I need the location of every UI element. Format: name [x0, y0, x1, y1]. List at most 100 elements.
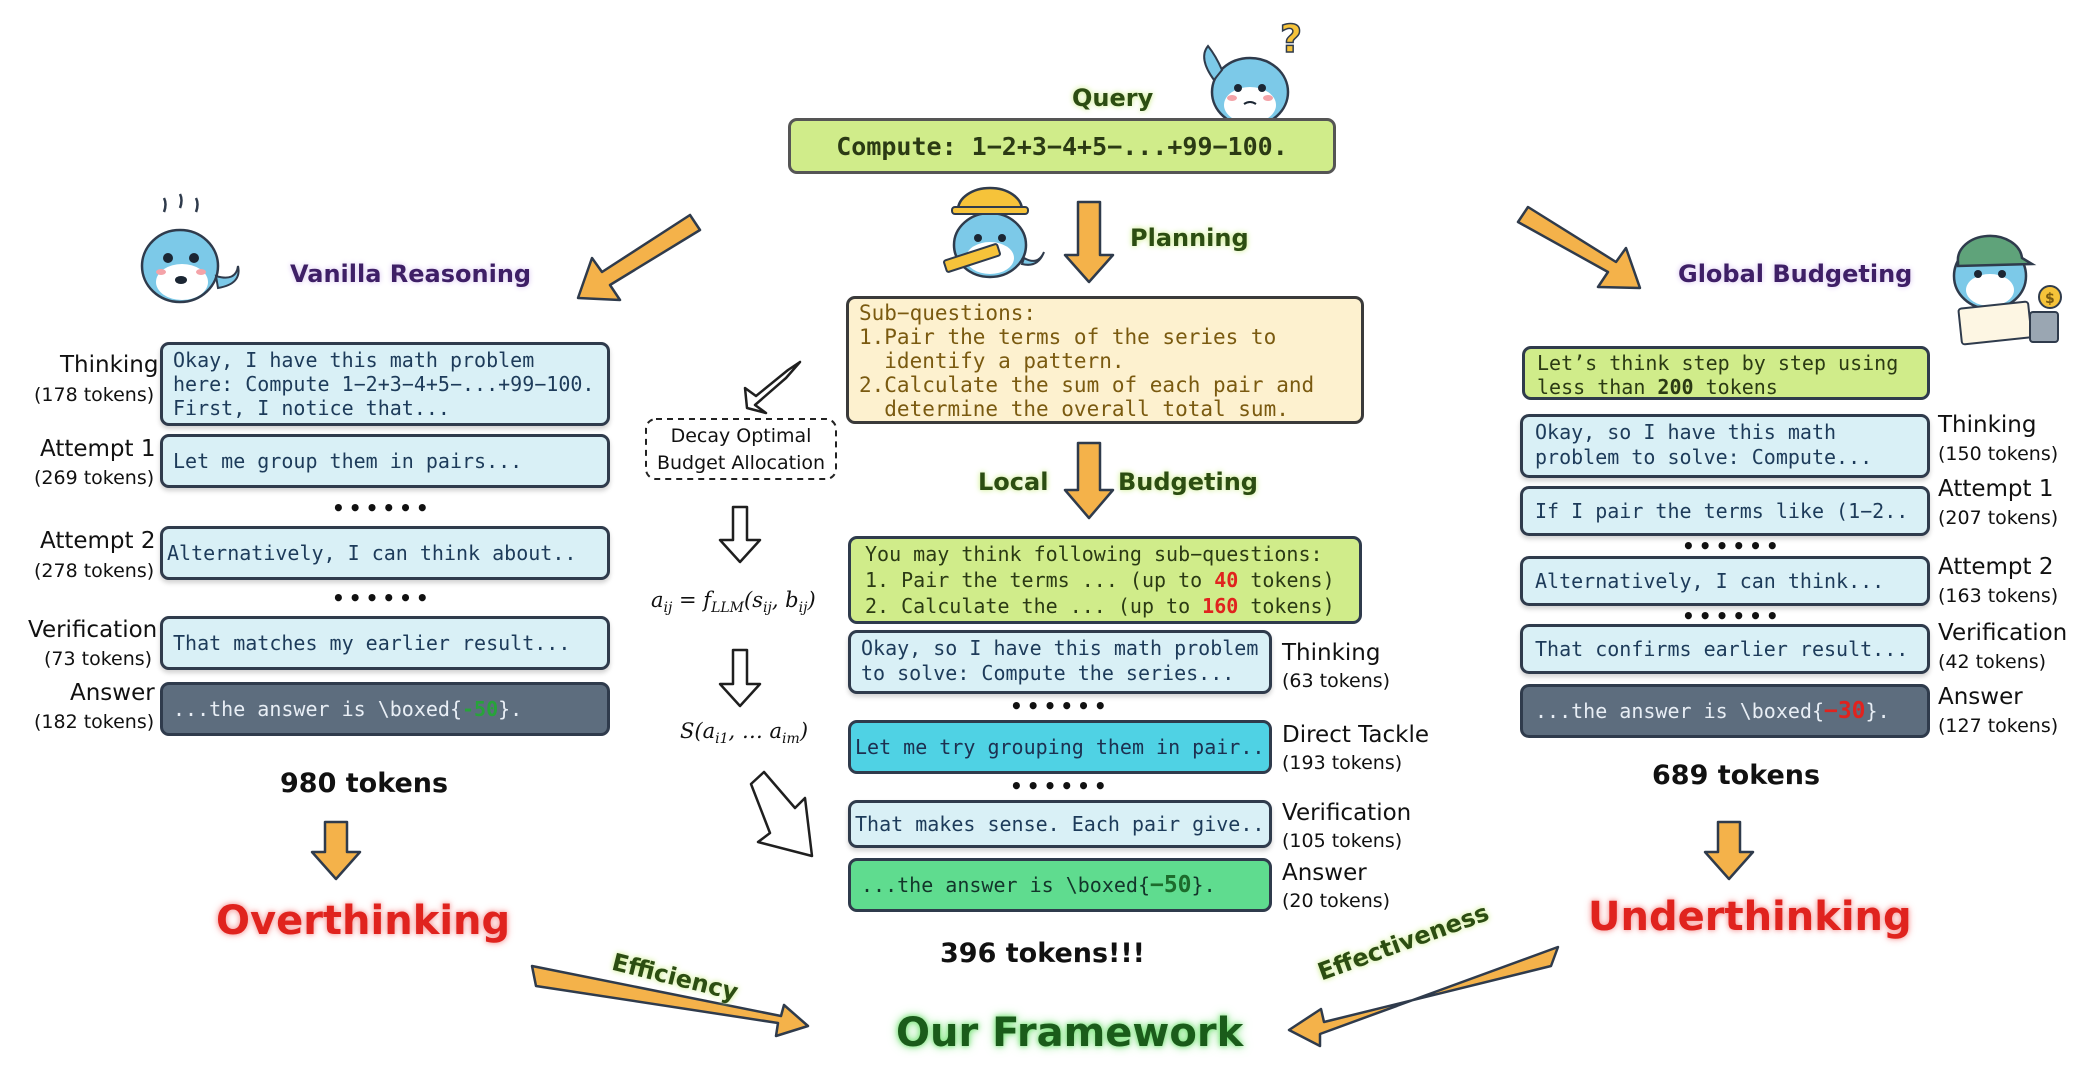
answer-prefix: ...the answer is \boxed{ [861, 873, 1150, 897]
vanilla-attempt2-label: Attempt 2 [40, 528, 156, 554]
arrow-query-to-vanilla [576, 213, 702, 302]
vanilla-thinking-line: First, I notice that... [173, 396, 450, 420]
global-answer-box: ...the answer is \boxed{−30}. [1520, 684, 1930, 738]
vanilla-attempt2-box: Alternatively, I can think about.. [160, 526, 610, 580]
ours-answer-label: Answer [1282, 860, 1367, 886]
query-box: Compute: 1−2+3−4+5−...+99−100. [788, 118, 1336, 174]
global-verification-text: That confirms earlier result... [1535, 637, 1909, 661]
underthinking-label: Underthinking [1588, 894, 1912, 940]
ours-verification-tokens: (105 tokens) [1282, 830, 1403, 852]
vanilla-thinking-label: Thinking [60, 352, 159, 378]
ours-thinking-line: to solve: Compute the series... [861, 661, 1235, 685]
vanilla-answer-value: -50 [461, 697, 499, 721]
answer-prefix: ...the answer is \boxed{ [173, 697, 462, 721]
budget-line: 1. Pair the terms ... (up to 40 tokens) [865, 568, 1335, 592]
hollow-arrow-to-answer [749, 770, 814, 858]
hollow-arrow-down-2 [718, 648, 762, 708]
arrow-subq-to-budget [1063, 441, 1115, 520]
subq-line: 2.Calculate the sum of each pair and [859, 373, 1315, 397]
global-title: Global Budgeting [1678, 260, 1913, 288]
vanilla-verification-text: That matches my earlier result... [173, 631, 571, 655]
vanilla-attempt1-box: Let me group them in pairs... [160, 434, 610, 488]
arrow-efficiency [530, 964, 810, 1038]
vanilla-thinking-tokens: (178 tokens) [34, 384, 155, 406]
query-text: Compute: 1−2+3−4+5−...+99−100. [836, 132, 1288, 161]
hollow-arrow-to-decay [743, 360, 802, 415]
confused-whale-icon: ? [1203, 16, 1303, 128]
budgeting-label: Budgeting [1118, 468, 1258, 496]
vanilla-answer-box: ...the answer is \boxed{-50}. [160, 682, 610, 736]
ours-thinking-line: Okay, so I have this math problem [861, 636, 1259, 660]
allocation-formula: aij = fLLM(sij, bij) [651, 588, 816, 617]
ours-answer-value: −50 [1149, 872, 1192, 898]
local-label: Local [978, 468, 1049, 496]
ours-thinking-tokens: (63 tokens) [1282, 670, 1391, 692]
arrow-query-to-global [1516, 205, 1642, 290]
budget-box: You may think following sub−questions:1.… [848, 536, 1362, 624]
global-attempt1-text: If I pair the terms like (1−2.. [1535, 499, 1909, 523]
global-attempt2-text: Alternatively, I can think... [1535, 569, 1885, 593]
vanilla-ellipsis: •••••• [332, 586, 433, 610]
builder-whale-icon [943, 186, 1045, 279]
ours-direct-label: Direct Tackle [1282, 722, 1430, 748]
answer-prefix: ...the answer is \boxed{ [1535, 699, 1824, 723]
arrow-global-to-underthinking [1703, 820, 1755, 881]
answer-suffix: }. [498, 697, 523, 721]
vanilla-ellipsis: •••••• [332, 496, 433, 520]
score-formula: S(ai1, … aim) [680, 719, 809, 748]
subq-line: 1.Pair the terms of the series to [859, 325, 1277, 349]
ours-verification-text: That makes sense. Each pair give.. [855, 812, 1265, 836]
nervous-whale-icon [140, 193, 240, 304]
planning-label: Planning [1130, 224, 1249, 252]
hollow-arrow-down-1 [718, 505, 762, 564]
arrow-query-to-planning [1063, 200, 1115, 284]
global-attempt2-box: Alternatively, I can think... [1520, 556, 1930, 606]
global-ellipsis: •••••• [1682, 534, 1783, 558]
global-answer-value: −30 [1823, 698, 1866, 724]
ours-answer-tokens: (20 tokens) [1282, 890, 1391, 912]
global-verification-label: Verification [1938, 620, 2068, 646]
global-verification-tokens: (42 tokens) [1938, 651, 2047, 673]
vanilla-attempt1-tokens: (269 tokens) [34, 467, 155, 489]
vanilla-verification-tokens: (73 tokens) [44, 648, 153, 670]
global-answer-tokens: (127 tokens) [1938, 715, 2059, 737]
global-thinking-label: Thinking [1938, 412, 2037, 438]
vanilla-thinking-line: here: Compute 1−2+3−4+5−...+99−100. [173, 372, 595, 396]
accountant-whale-icon: $ [1952, 234, 2062, 346]
budget-line: 2. Calculate the ... (up to 160 tokens) [865, 594, 1335, 618]
vanilla-verification-label: Verification [28, 617, 158, 643]
subq-line: Sub−questions: [859, 301, 1037, 325]
vanilla-verification-box: That matches my earlier result... [160, 616, 610, 670]
decay-line: Decay Optimal [670, 425, 812, 447]
vanilla-attempt2-tokens: (278 tokens) [34, 560, 155, 582]
arrow-vanilla-to-overthinking [310, 820, 362, 881]
arrow-effectiveness [1287, 945, 1560, 1048]
answer-suffix: }. [1865, 699, 1890, 723]
global-prompt-line: less than 200 tokens [1537, 375, 1778, 399]
vanilla-attempt1-text: Let me group them in pairs... [173, 449, 523, 473]
vanilla-answer-tokens: (182 tokens) [34, 711, 155, 733]
vanilla-attempt1-label: Attempt 1 [40, 436, 156, 462]
ours-direct-box: Let me try grouping them in pair.. [848, 720, 1272, 774]
ours-verification-box: That makes sense. Each pair give.. [848, 800, 1272, 848]
global-attempt2-tokens: (163 tokens) [1938, 585, 2059, 607]
global-total-tokens: 689 tokens [1652, 760, 1821, 791]
global-attempt1-box: If I pair the terms like (1−2.. [1520, 486, 1930, 536]
ours-ellipsis: •••••• [1010, 774, 1111, 798]
ours-thinking-label: Thinking [1282, 640, 1381, 666]
global-verification-box: That confirms earlier result... [1520, 624, 1930, 674]
global-thinking-tokens: (150 tokens) [1938, 443, 2059, 465]
global-attempt1-tokens: (207 tokens) [1938, 507, 2059, 529]
subq-line: determine the overall total sum. [859, 397, 1289, 421]
ours-verification-label: Verification [1282, 800, 1412, 826]
vanilla-thinking-line: Okay, I have this math problem [173, 348, 535, 372]
answer-suffix: }. [1191, 873, 1216, 897]
global-attempt2-label: Attempt 2 [1938, 554, 2054, 580]
ours-direct-tokens: (193 tokens) [1282, 752, 1403, 774]
decay-box [645, 418, 837, 480]
